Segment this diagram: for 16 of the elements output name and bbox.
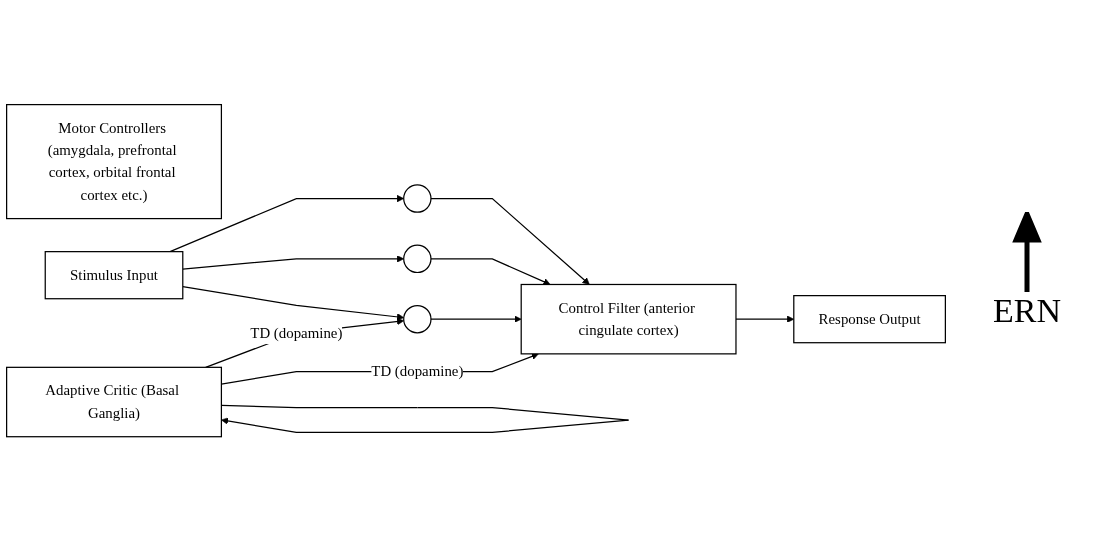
- arrow: [182, 286, 405, 321]
- node-box: Stimulus Input: [44, 251, 184, 300]
- node-box: Adaptive Critic (Basal Ganglia): [6, 367, 222, 438]
- node-circle: [403, 305, 432, 334]
- edge-label: TD (dopamine): [371, 363, 464, 380]
- node-circle: [403, 184, 432, 214]
- node-box: Motor Controllers (amygdala, prefrontal cortex, orbital frontal cortex etc.): [6, 104, 222, 220]
- edge-label: TD (dopamine): [250, 324, 343, 342]
- signal-label: ERN: [993, 292, 1061, 330]
- node-circle: [403, 244, 432, 274]
- node-box: Response Output: [793, 295, 946, 344]
- arrow: [430, 258, 551, 286]
- arrow: [205, 318, 405, 369]
- node-box: Control Filter (anterior cingulate cortex): [520, 284, 737, 355]
- arrow: [430, 315, 522, 324]
- arrow: [430, 198, 590, 286]
